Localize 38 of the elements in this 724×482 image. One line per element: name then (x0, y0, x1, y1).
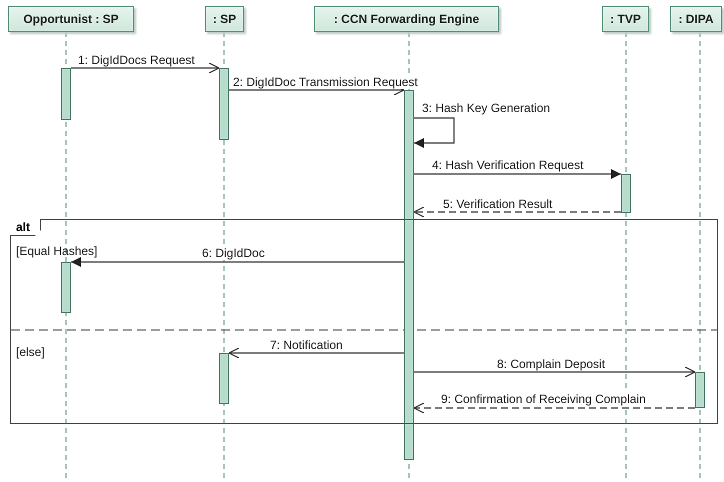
lifeline-header (602, 6, 649, 32)
message-arrow (414, 169, 621, 179)
return-message-arrow (413, 206, 621, 218)
message-label: 6: DigIdDoc (200, 246, 267, 260)
lifeline-name: : DIPA (678, 12, 714, 26)
activation-bar (404, 90, 414, 460)
activation-bar (695, 372, 705, 408)
message-label: 3: Hash Key Generation (420, 101, 552, 115)
message-arrow (71, 257, 404, 267)
message-label: 5: Verification Result (441, 197, 554, 211)
combined-fragment (10, 219, 718, 424)
message-arrow (71, 62, 220, 74)
self-message-arrow (414, 117, 455, 148)
lifeline-header (314, 6, 499, 32)
message-label: 9: Confirmation of Receiving Complain (439, 392, 648, 406)
lifeline-name: : TVP (610, 12, 641, 26)
activation-bar (219, 68, 229, 140)
lifeline-header (205, 6, 244, 32)
message-label: 1: DigIdDocs Request (76, 53, 197, 67)
return-message-arrow (413, 402, 695, 414)
lifeline-name: : CCN Forwarding Engine (334, 12, 480, 26)
lifeline-header (8, 6, 134, 32)
message-label: 4: Hash Verification Request (430, 158, 586, 172)
message-arrow (228, 347, 404, 359)
activation-bar (621, 174, 631, 213)
lifeline-name: Opportunist : SP (23, 12, 119, 26)
guard-condition: [else] (15, 345, 46, 359)
message-label: 8: Complain Deposit (495, 357, 608, 371)
message-label: 2: DigIdDoc Transmission Request (231, 75, 420, 89)
lifeline-name: : SP (212, 12, 236, 26)
message-label: 7: Notification (268, 338, 345, 352)
fragment-operator: alt (10, 219, 42, 236)
activation-bar (61, 68, 71, 120)
activation-bar (61, 262, 71, 313)
lifeline-header (670, 6, 722, 32)
guard-condition: [Equal Hashes] (15, 244, 98, 258)
message-arrow (414, 366, 696, 378)
activation-bar (219, 353, 229, 404)
